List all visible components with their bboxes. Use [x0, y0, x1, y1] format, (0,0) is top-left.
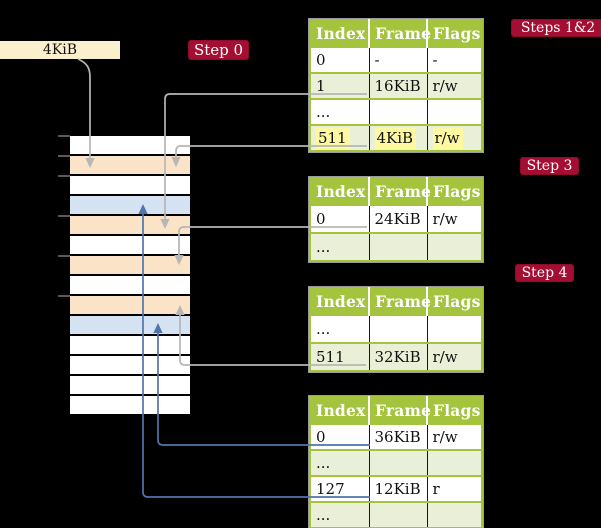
cell-index: 1 — [310, 72, 370, 99]
memory-frame-row-white — [70, 276, 190, 296]
table-row: ... — [310, 314, 482, 343]
cell-flags: r/w — [427, 342, 482, 371]
cell-frame: 12KiB — [369, 475, 428, 502]
column-header: Index — [310, 397, 370, 424]
frame-4kib-label: 4KiB — [42, 42, 78, 58]
cell-frame: 36KiB — [369, 423, 428, 450]
table-row: ... — [310, 98, 482, 125]
memory-frame-row-white — [70, 356, 190, 376]
cell-index: ... — [310, 232, 370, 261]
cell-frame: 4KiB — [369, 124, 428, 151]
memory-frame-row-orange — [70, 156, 190, 176]
column-header: Flags — [427, 397, 482, 424]
steps-1-2-badge: Steps 1&2 — [511, 19, 601, 37]
column-header: Flags — [427, 178, 482, 205]
cell-frame — [369, 501, 428, 528]
highlighted-value: r/w — [432, 128, 463, 149]
step-3-badge: Step 3 — [520, 157, 579, 175]
cell-index: 0 — [310, 46, 370, 73]
table-row: 0-- — [310, 46, 482, 73]
cell-frame: 32KiB — [369, 342, 428, 371]
memory-frame-row-orange — [70, 296, 190, 316]
cell-index: ... — [310, 314, 370, 343]
cell-flags — [427, 314, 482, 343]
highlighted-value: 4KiB — [374, 128, 417, 149]
memory-frame-row-orange — [70, 256, 190, 276]
frame-4kib-label-box: 4KiB — [0, 41, 120, 59]
memory-frame-row-white — [70, 176, 190, 196]
column-header: Flags — [427, 20, 482, 47]
cell-frame — [369, 314, 428, 343]
memory-frame-row-white — [70, 136, 190, 156]
cell-flags — [427, 232, 482, 261]
cell-index: 511 — [310, 124, 370, 151]
cell-index: 0 — [310, 423, 370, 450]
memory-frame-row-orange — [70, 216, 190, 236]
memory-frame-row-white — [70, 376, 190, 396]
cell-flags: r/w — [427, 72, 482, 99]
step-4-badge: Step 4 — [515, 264, 574, 282]
table-row: ... — [310, 232, 482, 261]
memory-frame-row-blue — [70, 316, 190, 336]
column-header: Frame — [369, 397, 431, 424]
memory-frame-row-white — [70, 336, 190, 356]
cell-flags: r — [427, 475, 482, 502]
column-header: Flags — [427, 288, 482, 315]
cell-frame — [369, 98, 428, 125]
column-header: Index — [310, 178, 370, 205]
memory-frame-row-white — [70, 396, 190, 416]
column-header: Index — [310, 288, 370, 315]
cell-index: ... — [310, 501, 370, 528]
cell-flags: r/w — [427, 204, 482, 233]
cell-index: 511 — [310, 342, 370, 371]
cell-flags: - — [427, 46, 482, 73]
cell-frame — [369, 232, 428, 261]
highlighted-value: 511 — [316, 128, 350, 149]
table-row: 511 4KiB r/w — [310, 124, 482, 151]
memory-frame-row-white — [70, 236, 190, 256]
cell-flags — [427, 501, 482, 528]
cell-flags: r/w — [427, 124, 482, 151]
column-header: Frame — [369, 288, 431, 315]
cell-flags — [427, 98, 482, 125]
cell-index: ... — [310, 449, 370, 476]
cell-frame: - — [369, 46, 428, 73]
cell-frame: 16KiB — [369, 72, 428, 99]
table-row: ... — [310, 501, 482, 528]
cell-index: 127 — [310, 475, 370, 502]
physical-memory-column — [70, 136, 190, 416]
column-header: Index — [310, 20, 370, 47]
cell-index: 0 — [310, 204, 370, 233]
step-0-badge: Step 0 — [188, 40, 249, 60]
cell-flags — [427, 449, 482, 476]
table-row: ... — [310, 449, 482, 476]
cell-flags: r/w — [427, 423, 482, 450]
memory-frame-row-blue — [70, 196, 190, 216]
cell-frame: 24KiB — [369, 204, 428, 233]
column-header: Frame — [369, 20, 431, 47]
cell-index: ... — [310, 98, 370, 125]
cell-frame — [369, 449, 428, 476]
column-header: Frame — [369, 178, 431, 205]
